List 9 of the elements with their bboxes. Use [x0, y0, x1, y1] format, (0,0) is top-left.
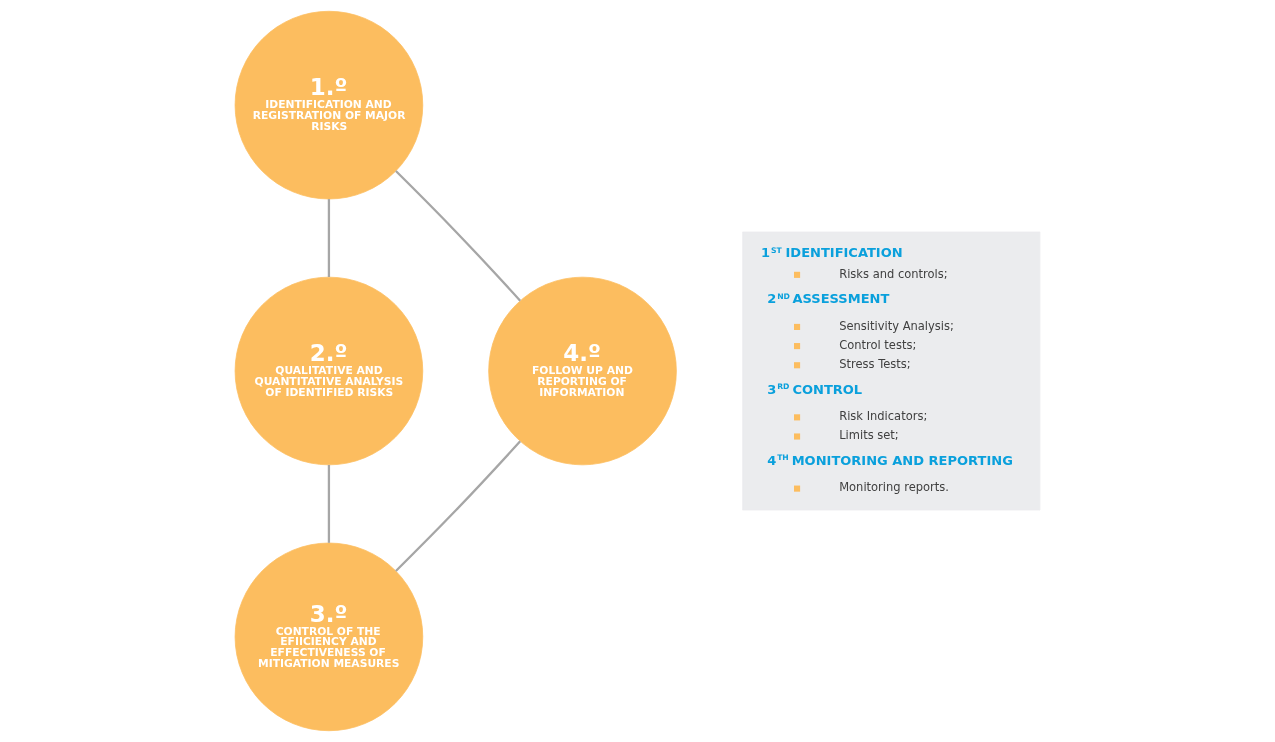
connector — [327, 464, 331, 543]
node-circle: 3.º CONTROL OF THE EFIICIENCY AND EFFECTIVENESS OF MITIGATION MEASURES — [234, 542, 424, 732]
connector — [395, 440, 521, 572]
node-circle: 1.º IDENTIFICATION AND REGISTRATION OF MAJOR RISKS — [234, 10, 424, 200]
node-circle: 2.º QUALITATIVE AND QUANTITATIVE ANALYSIS OF IDENTIFIED RISKS — [234, 276, 424, 466]
node-circle: 4.º FOLLOW UP AND REPORTING OF INFORMATION — [488, 276, 677, 466]
connector — [327, 199, 331, 277]
connector — [395, 170, 521, 302]
node-box: 1$^{ST}$ IDENTIFICATION Risks and controls; 2$^{ND}$ ASSESSMENT Sensitivity Analysis; Control tests; Stress Tests; 3$^{RD}$ CONTROL Risk Indicators; Limits set; 4$^{TH}$ MONITORING AND REPORTING Monitoring reports. — [742, 231, 1041, 511]
